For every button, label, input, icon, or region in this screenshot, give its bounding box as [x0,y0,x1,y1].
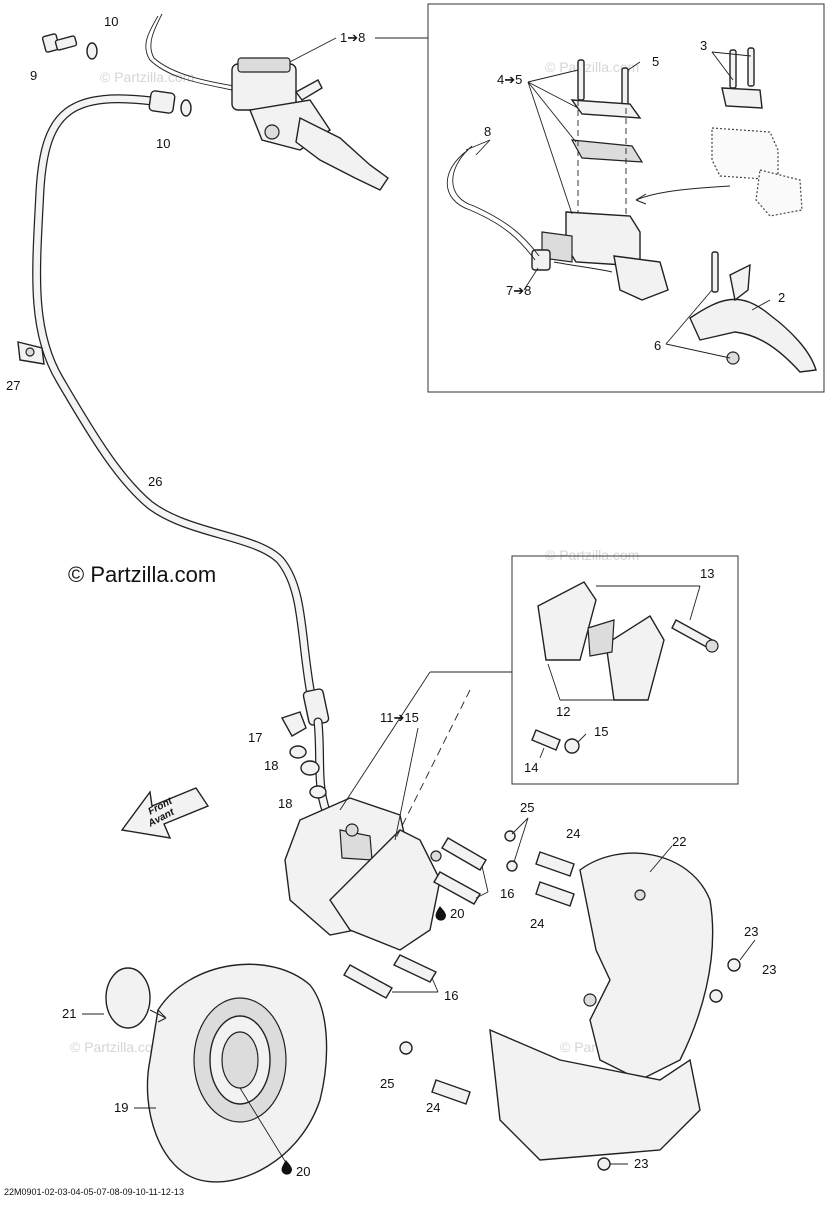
leader-line [739,939,756,961]
washer-10 [86,42,98,60]
leader-line [513,817,529,863]
callout-11-15: 11➔15 [380,710,419,725]
callout-7-8: 7➔8 [506,283,531,298]
watermark: © Partzilla.com [545,547,639,563]
callout-20: 20 [450,906,464,921]
leader-line [577,733,587,743]
leader-line [394,689,471,841]
washer-18 [309,785,327,799]
brake-disc [146,963,328,1183]
callout-3: 3 [700,38,707,53]
callout-24: 24 [566,826,580,841]
callout-24: 24 [530,916,544,931]
callout-13: 13 [700,566,714,581]
callout-24: 24 [426,1100,440,1115]
callout-5: 5 [652,54,659,69]
banjo-bolt-17 [280,711,307,737]
bolts-23 [597,958,741,1171]
callout-4-5: 4➔5 [497,72,522,87]
leader-arrow [149,1009,167,1023]
spacers-24 [431,851,575,1105]
callout-15: 15 [594,724,608,739]
banjo-bolt-9 [41,33,78,53]
drop-icon [281,1160,292,1175]
master-cylinder-assembly [231,57,389,191]
drop-icon [435,906,446,921]
callout-25: 25 [380,1076,394,1091]
callout-labels: 1➔8 2 3 4➔5 5 6 7➔8 8 9 10 10 11➔15 12 1… [6,14,785,1179]
callout-16: 16 [500,886,514,901]
callout-6: 6 [654,338,661,353]
copyright-notice: © Partzilla.com [68,562,216,587]
callout-9: 9 [30,68,37,83]
watermark: © Partzilla.com [70,1039,164,1055]
callout-17: 17 [248,730,262,745]
leader-line [339,671,431,811]
brake-hose [32,90,335,825]
bolts-25 [399,830,518,1055]
leader-line [481,865,489,893]
callout-25: 25 [520,800,534,815]
leader-line [431,977,439,993]
inset-leaders [465,51,771,359]
callout-16: 16 [444,988,458,1003]
switch-wire [150,13,235,87]
o-ring-21 [105,967,151,1029]
leader-line [511,817,529,835]
callout-10: 10 [156,136,170,151]
washer-18 [289,745,307,759]
switch-wire [145,15,233,91]
callout-2: 2 [778,290,785,305]
leader-line [281,37,337,67]
leader-line [547,663,561,701]
brake-pad-inset [511,555,739,785]
washer-10 [180,99,192,117]
bleeder-screw-14 [531,729,561,751]
washer-18 [300,760,320,776]
inset-exploded-parts [446,47,817,373]
front-direction-arrow-icon: Front Avant [120,787,210,839]
master-cylinder-inset [427,3,825,393]
callout-8: 8 [484,124,491,139]
callout-20: 20 [296,1164,310,1179]
disc-guard [489,852,714,1161]
leader-line [539,747,545,759]
part-code: 22M0901-02-03-04-05-07-08-09-10-11-12-13 [4,1187,184,1197]
callout-18: 18 [264,758,278,773]
hose-clamp-27 [17,341,45,365]
leader-line [394,727,419,841]
callout-18: 18 [278,796,292,811]
guide-pins-16 [343,837,487,999]
callout-23: 23 [634,1156,648,1171]
brake-pads [537,581,719,701]
callout-14: 14 [524,760,538,775]
callout-23: 23 [744,924,758,939]
watermark: © Partzilla.com [545,59,639,75]
leader-line [649,845,673,873]
watermarks: © Partzilla.com © Partzilla.com © Partzi… [70,59,654,1055]
callout-27: 27 [6,378,20,393]
watermark: © Partzilla.com [100,69,194,85]
callout-23: 23 [762,962,776,977]
callout-12: 12 [556,704,570,719]
callout-1-8: 1➔8 [340,30,365,45]
callout-26: 26 [148,474,162,489]
callout-19: 19 [114,1100,128,1115]
callout-10: 10 [104,14,118,29]
leader-line [689,585,701,621]
callout-22: 22 [672,834,686,849]
leader-line [239,1087,289,1167]
bleeder-cap-15 [564,738,580,754]
leader-line [475,891,489,899]
callout-21: 21 [62,1006,76,1021]
brake-caliper [284,797,442,951]
